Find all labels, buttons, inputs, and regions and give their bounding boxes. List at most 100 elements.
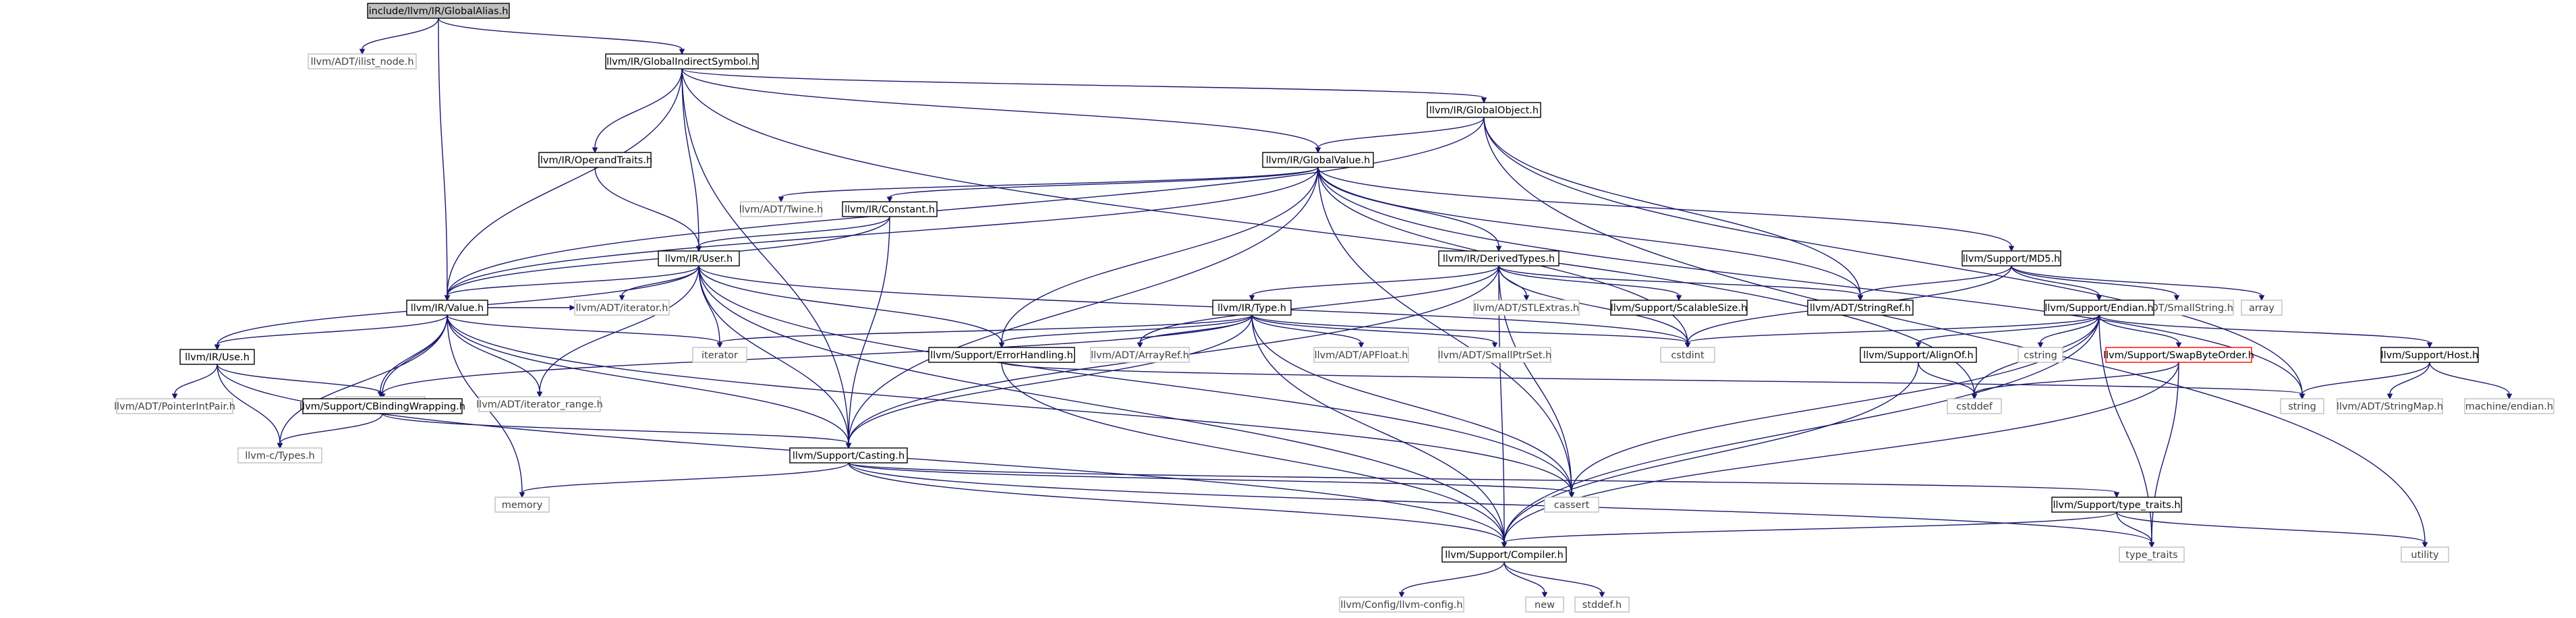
- node-type[interactable]: llvm/IR/Type.h: [1212, 300, 1292, 316]
- node-type-traits-h[interactable]: llvm/Support/type_traits.h: [2051, 497, 2182, 513]
- edge-value-to-casting: [447, 314, 849, 444]
- edge-arrowhead: [2386, 393, 2393, 400]
- node-scalablesize[interactable]: llvm/Support/ScalableSize.h: [1610, 300, 1748, 316]
- node-globalobject[interactable]: llvm/IR/GlobalObject.h: [1427, 102, 1541, 118]
- node-box: [789, 447, 908, 464]
- edge-arrowhead: [2258, 295, 2265, 302]
- node-stringmap[interactable]: llvm/ADT/StringMap.h: [2337, 398, 2443, 414]
- node-swapbyteorder[interactable]: llvm/Support/SwapByteOrder.h: [2103, 347, 2254, 363]
- node-md5[interactable]: llvm/Support/MD5.h: [1962, 250, 2061, 266]
- node-host[interactable]: llvm/Support/Host.h: [2380, 347, 2479, 363]
- edge-arrowhead: [2299, 393, 2306, 400]
- node-label: cassert: [1554, 500, 1590, 511]
- edge-globalvalue-to-cassert: [1317, 167, 1572, 493]
- edge-arrowhead: [1915, 342, 1922, 349]
- node-alignof[interactable]: llvm/Support/AlignOf.h: [1860, 347, 1977, 363]
- edge-type-to-smallptrset: [1251, 314, 1495, 343]
- node-label: llvm/Support/SwapByteOrder.h: [2103, 350, 2254, 361]
- node-cstring[interactable]: cstring: [2017, 347, 2063, 363]
- edge-arrowhead: [2008, 246, 2015, 252]
- edge-type-traits-h-to-compiler: [1504, 511, 2117, 543]
- edge-arrowhead: [1684, 342, 1691, 349]
- edge-globalindirectsymbol-to-globalobject: [681, 68, 1485, 99]
- node-type-traits[interactable]: type_traits: [2119, 546, 2185, 563]
- node-memory[interactable]: memory: [494, 497, 550, 513]
- node-globalvalue[interactable]: llvm/IR/GlobalValue.h: [1262, 152, 1374, 168]
- edge-globalvalue-to-twine: [780, 167, 1319, 198]
- edge-arrowhead: [1599, 592, 1605, 598]
- edge-casting-to-cassert: [848, 462, 1572, 493]
- node-box: [1438, 250, 1559, 266]
- edge-globalvalue-to-derivedtypes: [1317, 167, 1499, 247]
- node-use[interactable]: llvm/IR/Use.h: [179, 349, 255, 365]
- node-stddef[interactable]: stddef.h: [1574, 596, 1630, 613]
- node-ilist-node[interactable]: llvm/ADT/ilist_node.h: [308, 53, 417, 69]
- node-box: [1212, 300, 1292, 316]
- node-label: new: [1535, 600, 1555, 611]
- node-adtiterator[interactable]: llvm/ADT/iterator.h: [574, 300, 670, 316]
- node-globalalias[interactable]: include/llvm/IR/GlobalAlias.h: [367, 3, 510, 19]
- edge-globalobject-to-stringref: [1483, 117, 1861, 296]
- node-iterator[interactable]: iterator: [692, 347, 747, 363]
- node-utility[interactable]: utility: [2401, 546, 2449, 563]
- node-smallptrset[interactable]: llvm/ADT/SmallPtrSet.h: [1438, 347, 1552, 363]
- node-new[interactable]: new: [1525, 596, 1564, 613]
- edge-arrowhead: [359, 49, 366, 55]
- node-box: [367, 3, 510, 19]
- edge-value-to-use: [217, 314, 448, 345]
- node-string[interactable]: string: [2280, 398, 2324, 414]
- node-ctypes[interactable]: llvm-c/Types.h: [237, 447, 322, 464]
- edge-globalindirectsymbol-to-operandtraits: [594, 68, 683, 148]
- node-cbindingwrapping[interactable]: llvm/Support/CBindingWrapping.h: [299, 398, 465, 414]
- node-compiler[interactable]: llvm/Support/Compiler.h: [1441, 546, 1567, 563]
- edge-user-to-iterator: [698, 265, 720, 343]
- node-apfloat[interactable]: llvm/ADT/APFloat.h: [1313, 347, 1409, 363]
- edge-endian-to-compiler: [1504, 314, 2100, 543]
- node-label: llvm/ADT/Twine.h: [739, 204, 824, 215]
- edge-value-to-valuedef: [380, 314, 448, 393]
- node-casting[interactable]: llvm/Support/Casting.h: [789, 447, 908, 464]
- edge-casting-to-compiler: [848, 462, 1505, 543]
- node-box: [1962, 250, 2061, 266]
- node-box: [478, 396, 601, 412]
- node-arrayref[interactable]: llvm/ADT/ArrayRef.h: [1090, 347, 1190, 363]
- node-errorhandling[interactable]: llvm/Support/ErrorHandling.h: [928, 347, 1075, 363]
- edge-derivedtypes-to-type: [1251, 265, 1499, 296]
- node-array[interactable]: array: [2241, 300, 2283, 316]
- edge-type-to-compiler: [1251, 314, 1505, 543]
- node-cstddef[interactable]: cstddef: [1947, 398, 2002, 414]
- node-endian[interactable]: llvm/Support/Endian.h: [2044, 300, 2154, 316]
- node-user[interactable]: llvm/IR/User.h: [658, 250, 740, 266]
- node-box: [494, 497, 550, 513]
- node-box: [658, 250, 740, 266]
- edge-derivedtypes-to-compiler: [1498, 265, 1505, 543]
- node-operandtraits[interactable]: llvm/IR/OperandTraits.h: [538, 152, 652, 168]
- edge-globalindirectsymbol-to-globalvalue: [681, 68, 1319, 148]
- node-derivedtypes[interactable]: llvm/IR/DerivedTypes.h: [1438, 250, 1559, 266]
- edge-casting-to-type-traits: [848, 462, 2152, 543]
- node-box: [2280, 398, 2324, 414]
- node-pointerintpair[interactable]: llvm/ADT/PointerIntPair.h: [114, 398, 235, 414]
- edge-derivedtypes-to-stringref: [1498, 265, 1861, 296]
- node-box: [1660, 347, 1715, 363]
- node-globalindirectsymbol[interactable]: llvm/IR/GlobalIndirectSymbol.h: [605, 53, 759, 69]
- node-machineendian[interactable]: machine/endian.h: [2464, 398, 2554, 414]
- node-twine[interactable]: llvm/ADT/Twine.h: [739, 201, 824, 217]
- node-stlextras[interactable]: llvm/ADT/STLExtras.h: [1473, 300, 1580, 316]
- node-cassert[interactable]: cassert: [1544, 497, 1599, 513]
- node-iterator-range[interactable]: llvm/ADT/iterator_range.h: [476, 396, 603, 412]
- node-box: [1610, 300, 1748, 316]
- node-stringref[interactable]: llvm/ADT/StringRef.h: [1807, 300, 1914, 316]
- node-label: llvm/ADT/PointerIntPair.h: [114, 401, 235, 412]
- node-box: [2401, 546, 2449, 563]
- node-constant[interactable]: llvm/IR/Constant.h: [842, 201, 938, 217]
- node-cstdint[interactable]: cstdint: [1660, 347, 1715, 363]
- edge-arrowhead: [1971, 393, 1978, 400]
- node-label: llvm/ADT/StringMap.h: [2337, 401, 2443, 412]
- edge-arrowhead: [1481, 97, 1487, 104]
- node-value[interactable]: llvm/IR/Value.h: [406, 300, 488, 316]
- node-box: [2044, 300, 2154, 316]
- node-llvmconfig[interactable]: llvm/Config/llvm-config.h: [1339, 596, 1464, 613]
- edge-globalvalue-to-constant: [889, 167, 1319, 198]
